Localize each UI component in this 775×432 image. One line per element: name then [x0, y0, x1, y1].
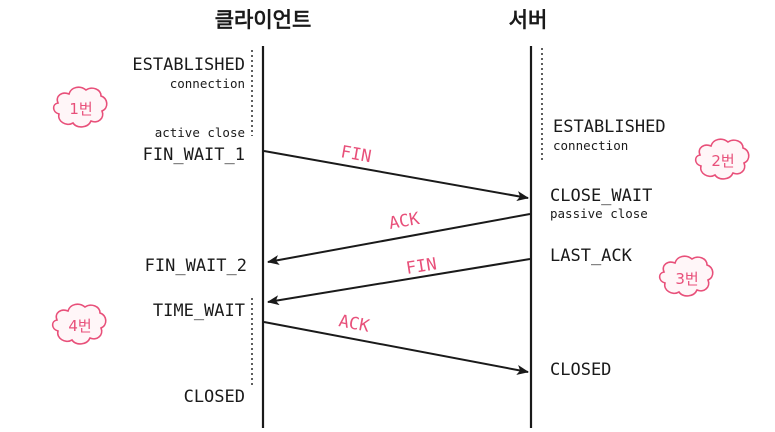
client-header: 클라이언트 [215, 8, 312, 32]
step-cloud-2: 2번 [694, 138, 750, 180]
step-cloud-3: 3번 [658, 255, 714, 297]
close-wait-label: CLOSE_WAIT [550, 186, 652, 206]
step-cloud-1: 1번 [52, 86, 108, 128]
step-label-2: 2번 [711, 152, 734, 170]
fin-wait-1-label: FIN_WAIT_1 [143, 145, 245, 165]
step-label-1: 1번 [69, 100, 92, 118]
step-label-3: 3번 [675, 270, 698, 288]
server-header: 서버 [509, 8, 548, 32]
fin-arrow-2 [267, 258, 531, 306]
message-ack-1: ACK [387, 209, 421, 234]
server-established-label: ESTABLISHED [553, 117, 666, 137]
passive-close-label: passive close [550, 206, 648, 221]
fin-arrow-1 [263, 150, 529, 201]
message-ack-2: ACK [337, 311, 372, 337]
last-ack-label: LAST_ACK [550, 246, 633, 266]
active-close-label: active close [155, 125, 245, 140]
fin-wait-2-label: FIN_WAIT_2 [145, 256, 247, 276]
client-closed-label: CLOSED [184, 387, 245, 407]
client-connection-label: connection [170, 76, 245, 91]
ack-arrow-1 [267, 213, 531, 265]
client-established-label: ESTABLISHED [132, 55, 245, 75]
message-fin-2: FIN [405, 254, 438, 279]
message-fin-1: FIN [339, 142, 373, 167]
ack-arrow-2 [263, 321, 529, 375]
server-closed-label: CLOSED [550, 360, 611, 380]
step-cloud-4: 4번 [51, 303, 107, 345]
step-label-4: 4번 [68, 317, 91, 335]
time-wait-label: TIME_WAIT [153, 301, 245, 321]
server-connection-label: connection [553, 138, 628, 153]
